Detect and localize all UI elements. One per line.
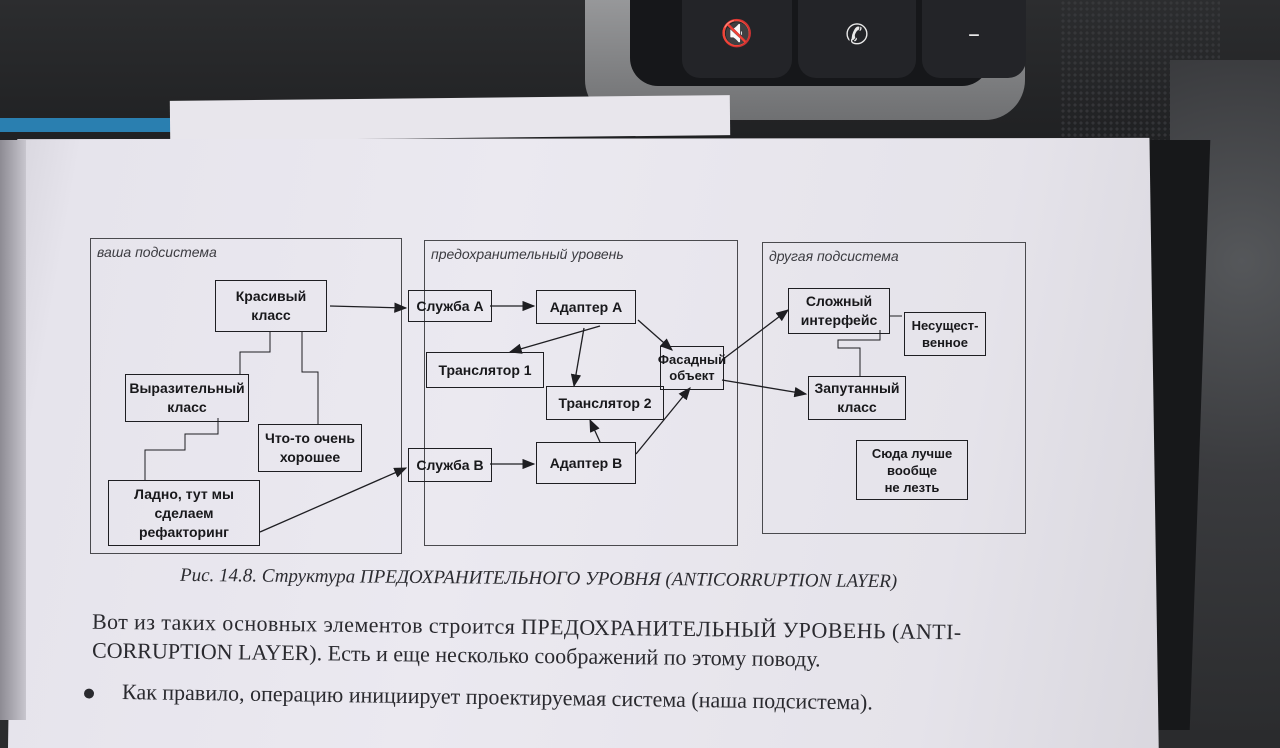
- connector-line: [301, 332, 319, 424]
- phone-icon[interactable]: ✆: [798, 0, 916, 78]
- arrow-line: [329, 302, 408, 313]
- node-text: рефакторинг: [138, 523, 230, 540]
- node-text: интерфейс: [800, 312, 878, 328]
- node-text: хорошее: [279, 449, 341, 465]
- arrow-line: [259, 467, 408, 533]
- node-text: вообще: [887, 462, 937, 478]
- node-text: Ладно, тут мы: [134, 485, 234, 502]
- arrow-line: [637, 319, 673, 351]
- mute-icon[interactable]: 🔇: [682, 0, 792, 78]
- subsystem-label: ваша подсистема: [97, 244, 217, 260]
- node-complex-interface: Сложный интерфейс: [788, 288, 890, 334]
- anticorruption-diagram: ваша подсистема предохранительный уровен…: [90, 236, 1040, 556]
- node-text: Адаптер B: [549, 454, 623, 471]
- book-spine-shadow: [0, 140, 26, 720]
- node-text: Транслятор 2: [558, 394, 652, 411]
- node-text: объект: [669, 368, 715, 383]
- node-text: венное: [922, 335, 968, 350]
- subsystem-acl: предохранительный уровень: [424, 240, 738, 546]
- node-something-good: Что-то очень хорошее: [258, 424, 362, 472]
- arrow-line: [721, 309, 790, 361]
- arrow-line: [589, 418, 601, 443]
- node-text: сделаем: [154, 504, 214, 521]
- node-expressive-class: Выразительный класс: [125, 374, 249, 422]
- underlying-pages: [169, 95, 731, 141]
- node-text: класс: [167, 399, 207, 415]
- connector-line: [837, 330, 881, 376]
- node-text: Что-то очень: [264, 430, 355, 446]
- node-text: класс: [251, 307, 291, 323]
- node-text: не лезть: [884, 479, 940, 495]
- node-adapter-b: Адаптер B: [536, 442, 636, 484]
- node-service-b: Служба B: [408, 448, 492, 482]
- node-text: Транслятор 1: [438, 361, 532, 378]
- node-translator-2: Транслятор 2: [546, 386, 664, 420]
- node-insignificant: Несущест-венное: [904, 312, 986, 356]
- node-text: Фасадный: [657, 352, 727, 367]
- node-text: Красивый: [235, 288, 307, 304]
- node-text: Выразительный: [129, 380, 245, 396]
- subsystem-label: другая подсистема: [769, 248, 899, 264]
- node-text: класс: [837, 399, 877, 415]
- arrow-line: [721, 379, 808, 398]
- arrow-line: [570, 327, 585, 388]
- node-refactoring: Ладно, тут мы сделаем рефакторинг: [108, 480, 260, 546]
- node-text: Адаптер A: [549, 298, 623, 315]
- minus-icon[interactable]: –: [922, 0, 1026, 78]
- subsystem-ours: ваша подсистема: [90, 238, 402, 554]
- node-service-a: Служба A: [408, 290, 492, 322]
- subsystem-other: другая подсистема: [762, 242, 1026, 534]
- node-text: Служба B: [416, 456, 484, 473]
- connector-line: [144, 418, 219, 480]
- node-translator-1: Транслятор 1: [426, 352, 544, 388]
- node-beautiful-class: Красивый класс: [215, 280, 327, 332]
- node-adapter-a: Адаптер A: [536, 290, 636, 324]
- node-text: Сюда лучше: [871, 445, 953, 461]
- bullet-icon: [83, 688, 95, 699]
- connector-line: [239, 332, 271, 374]
- subsystem-label: предохранительный уровень: [431, 246, 624, 262]
- arrow-line: [508, 325, 601, 354]
- diagram-connectors: [144, 300, 902, 533]
- steering-wheel-controls: 🔇 ✆ –: [585, 0, 1026, 120]
- node-text: Служба A: [416, 297, 484, 314]
- node-tangled-class: Запутанный класс: [808, 376, 906, 420]
- node-text: Несущест-: [911, 318, 979, 333]
- node-text: Сложный: [805, 293, 873, 309]
- arrow-line: [635, 386, 691, 455]
- node-text: Запутанный: [814, 380, 900, 396]
